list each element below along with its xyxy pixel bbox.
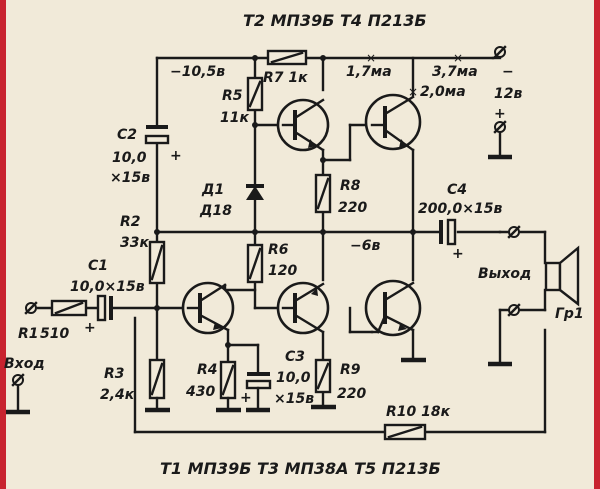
c3-value: 10,0 (276, 370, 311, 386)
c3-label: C3 (285, 349, 305, 365)
voltage-top: −10,5в (170, 64, 225, 80)
red-edge-right (594, 0, 600, 489)
current-3: 2,0ма (420, 84, 466, 100)
supply-plus: + (494, 106, 506, 122)
transistor-t2 (276, 98, 330, 152)
capacitor-c4 (439, 218, 457, 246)
transistor-t3 (276, 281, 330, 335)
transistor-t4 (364, 93, 422, 152)
svg-text:×: × (453, 51, 463, 65)
transistors-top-label: Т2 МП39Б Т4 П213Б (243, 11, 427, 30)
speaker-icon (544, 245, 580, 307)
speaker-label: Гр1 (555, 306, 584, 322)
r8-value: 220 (338, 200, 367, 216)
current-1: 1,7ма (346, 64, 392, 80)
output-label: Выход (478, 266, 531, 282)
c2-voltage: ×15в (110, 170, 150, 186)
junction-dots (154, 55, 416, 348)
current-2: 3,7ма (432, 64, 478, 80)
r6-label: R6 (268, 242, 289, 258)
transistor-t1 (181, 281, 235, 335)
transistors-bottom-label: Т1 МП39Б Т3 МП38А Т5 П213Б (160, 459, 441, 478)
d1-value: Д18 (199, 203, 232, 219)
c4-value: 200,0×15в (418, 201, 502, 217)
current-marks: × × × (366, 51, 463, 99)
r3-label: R3 (104, 366, 125, 382)
r9-value: 220 (337, 386, 366, 402)
c4-plus: + (452, 246, 464, 262)
red-edge-left (0, 0, 6, 489)
svg-text:×: × (408, 85, 418, 99)
r4-value: 430 (185, 384, 215, 400)
supply-voltage: 12в (494, 86, 522, 102)
capacitor-c2 (144, 125, 170, 145)
r7-label: R7 1к (263, 70, 308, 86)
voltage-mid: −6в (350, 238, 380, 254)
capacitor-c3 (245, 372, 272, 410)
c3-plus: + (240, 390, 252, 406)
c2-label: C2 (117, 127, 137, 143)
c3-voltage: ×15в (274, 391, 314, 407)
diode-d1 (246, 184, 264, 200)
input-label: Вход (4, 356, 45, 372)
capacitor-c1 (96, 294, 113, 322)
r1-value: 510 (40, 326, 69, 342)
resistor-r7-slash (270, 51, 304, 64)
ground-symbols (6, 154, 512, 415)
r5-value: 11к (220, 110, 249, 126)
supply-minus: − (502, 64, 514, 80)
r2-value: 33к (120, 235, 149, 251)
transistor-t5 (364, 279, 422, 337)
c1-plus: + (84, 320, 96, 336)
r1-label: R1 (18, 326, 39, 342)
c1-value: 10,0×15в (70, 279, 145, 295)
r6-value: 120 (268, 263, 297, 279)
terminals (11, 45, 521, 387)
svg-text:×: × (366, 51, 376, 65)
c4-label: C4 (447, 182, 467, 198)
r8-label: R8 (340, 178, 361, 194)
r2-label: R2 (120, 214, 141, 230)
c2-value: 10,0 (112, 150, 147, 166)
r9-label: R9 (340, 362, 361, 378)
r5-label: R5 (222, 88, 243, 104)
c2-plus: + (170, 148, 182, 164)
r10-label: R10 18к (386, 404, 451, 420)
r4-label: R4 (197, 362, 218, 378)
c1-label: C1 (88, 258, 108, 274)
r3-value: 2,4к (100, 387, 135, 403)
d1-label: Д1 (201, 182, 224, 198)
